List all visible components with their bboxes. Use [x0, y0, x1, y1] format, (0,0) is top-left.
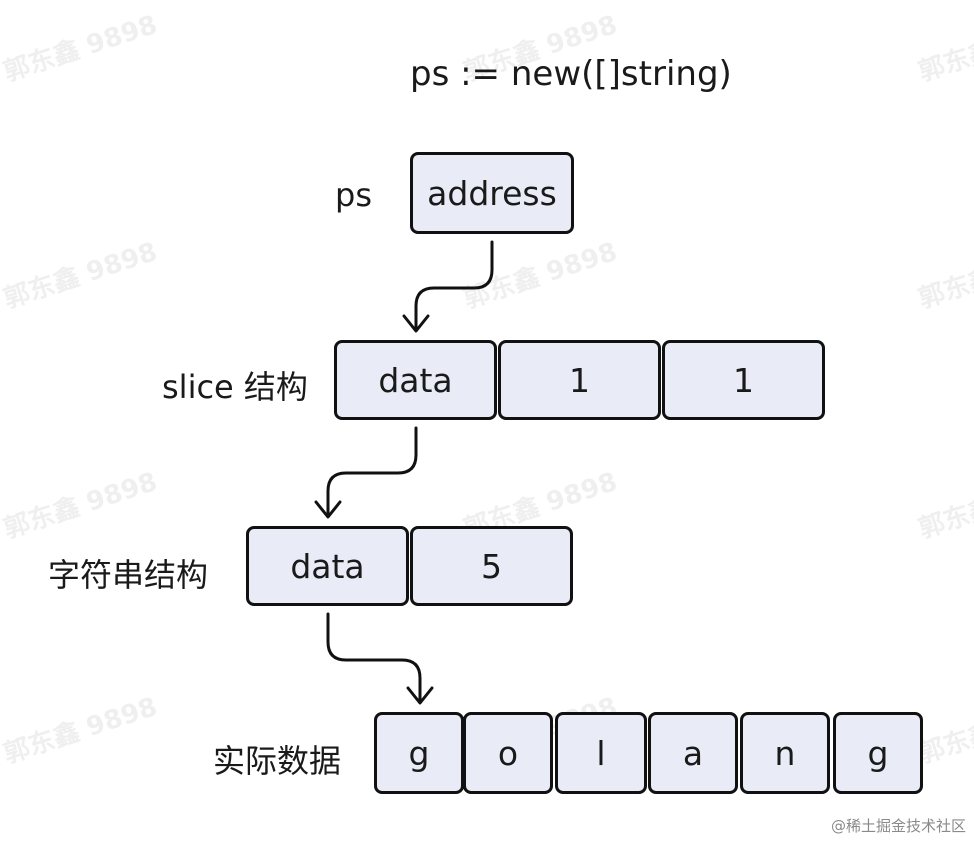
arrowhead — [402, 314, 430, 333]
ps-label: ps — [335, 176, 372, 214]
watermark: 郭东鑫 9898 — [0, 9, 161, 88]
char-cell: l — [555, 712, 647, 794]
string-data-cell: data — [246, 526, 409, 606]
arrow-string-data-to-chars — [326, 612, 422, 704]
watermark: 郭东鑫 9898 — [460, 236, 621, 315]
watermark: 郭东鑫 9898 — [915, 467, 974, 545]
slice-data-cell: data — [334, 340, 497, 420]
string-label: 字符串结构 — [48, 556, 209, 594]
char-cell: o — [463, 712, 553, 794]
watermark: 郭东鑫 9898 — [0, 466, 161, 545]
slice-label: slice 结构 — [162, 368, 308, 406]
watermark: 郭东鑫 9898 — [915, 10, 974, 88]
watermark: 郭东鑫 9898 — [915, 237, 974, 315]
watermark: 郭东鑫 9898 — [0, 236, 161, 315]
arrowhead — [406, 686, 434, 705]
source-credit: @稀土掘金技术社区 — [830, 817, 966, 835]
arrowhead — [314, 500, 342, 519]
slice-cap-cell: 1 — [662, 340, 825, 420]
actual-data-label: 实际数据 — [213, 742, 342, 780]
slice-len-cell: 1 — [498, 340, 661, 420]
arrow-address-to-slice — [414, 240, 494, 332]
arrow-slice-data-to-string — [326, 426, 418, 518]
ps-address-cell: address — [410, 152, 574, 234]
char-cell: a — [648, 712, 738, 794]
char-cell: g — [833, 712, 923, 794]
char-cell: g — [374, 712, 464, 794]
char-cell: n — [740, 712, 830, 794]
diagram-title: ps := new([]string) — [410, 54, 732, 94]
watermark: 郭东鑫 9898 — [0, 691, 161, 770]
string-len-cell: 5 — [410, 526, 573, 606]
